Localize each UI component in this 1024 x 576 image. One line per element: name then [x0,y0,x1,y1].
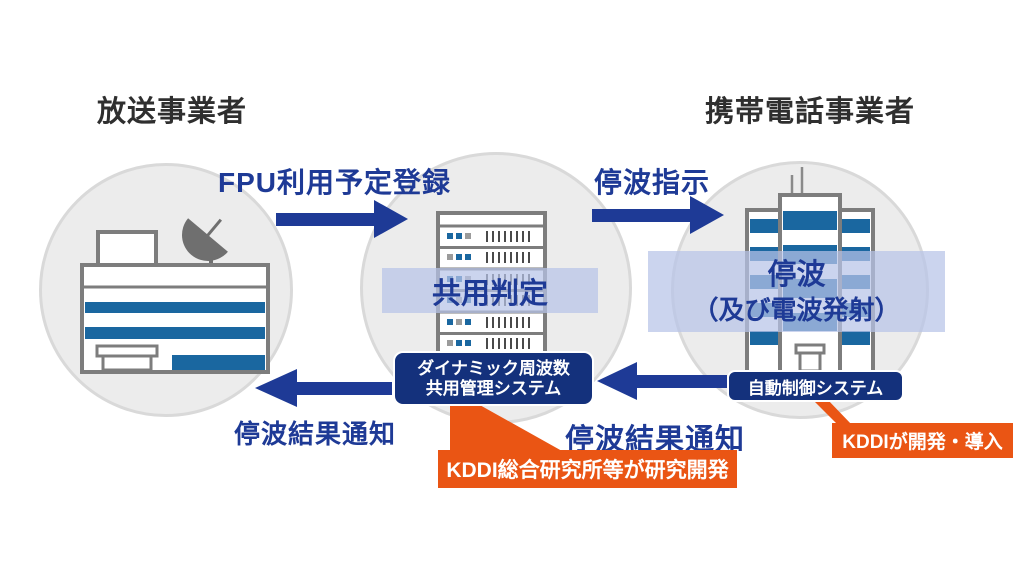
auto-control-label: 自動制御システム [747,378,884,398]
banner-stop-line2: （及び電波発射） [692,294,901,325]
dynamic-system-line2: 共用管理システム [425,378,562,398]
callout-deploy-label: KDDIが開発・導入 [842,432,1003,453]
satellite-dish-icon [182,218,228,261]
dynamic-spectrum-system-box: ダイナミック周波数 共用管理システム [393,351,594,406]
title-broadcaster: 放送事業者 [97,96,248,128]
label-result-left: 停波結果通知 [234,419,397,449]
title-mobile-operator: 携帯電話事業者 [705,96,916,128]
banner-stop-line1: 停波 [767,258,826,291]
banner-sharing-judgement-label: 共用判定 [431,277,548,310]
callout-research-box: KDDI総合研究所等が研究開発 [438,450,737,488]
callout-research-label: KDDI総合研究所等が研究開発 [446,459,729,482]
dynamic-system-line1: ダイナミック周波数 [417,358,570,378]
arrow-result-left-icon [255,369,392,407]
label-fpu-register: FPU利用予定登録 [218,167,452,198]
banner-stop-transmission: 停波 （及び電波発射） [648,251,945,332]
banner-sharing-judgement: 共用判定 [382,268,598,313]
broadcast-building-icon [75,205,275,375]
callout-deploy-box: KDDIが開発・導入 [832,423,1013,458]
auto-control-system-box: 自動制御システム [727,370,904,402]
label-stop-instruction: 停波指示 [594,167,711,198]
